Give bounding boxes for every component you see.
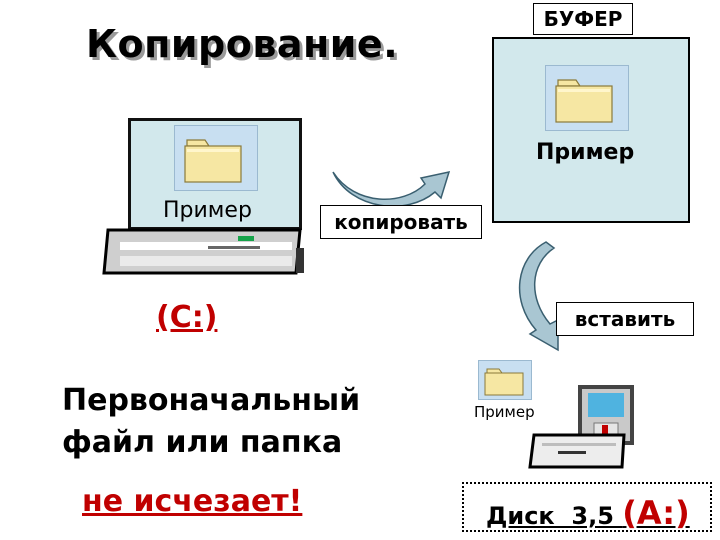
not-disappear-text: не исчезает! xyxy=(82,484,303,519)
folder-icon xyxy=(184,139,242,183)
source-folder-tile xyxy=(174,125,258,191)
floppy-drive-icon xyxy=(528,385,634,469)
paste-arrow-icon xyxy=(518,241,559,352)
source-file-label: Пример xyxy=(163,198,252,223)
disk-text: Диск 3,5 xyxy=(486,502,623,530)
target-file-label: Пример xyxy=(474,403,535,421)
original-note-line2: файл или папка xyxy=(62,425,343,460)
copy-arrow-icon xyxy=(332,170,451,207)
disk-drive-label: (A:) xyxy=(622,494,690,532)
original-note: Первоначальный файл или папка xyxy=(62,380,360,464)
folder-icon xyxy=(484,368,524,396)
disk-label: Диск 3,5 (A:) xyxy=(486,494,690,532)
original-note-line1: Первоначальный xyxy=(62,383,361,418)
buffer-label: БУФЕР xyxy=(533,3,633,35)
page-title: Копирование. xyxy=(86,22,399,66)
buffer-folder-tile xyxy=(545,65,629,131)
disk-box xyxy=(462,482,712,532)
paste-label: вставить xyxy=(556,302,694,336)
target-folder-tile xyxy=(478,360,532,400)
copy-label: копировать xyxy=(320,205,482,239)
folder-icon xyxy=(555,79,613,123)
buffer-file-label: Пример xyxy=(536,140,635,165)
source-drive-label: (C:) xyxy=(156,300,218,335)
